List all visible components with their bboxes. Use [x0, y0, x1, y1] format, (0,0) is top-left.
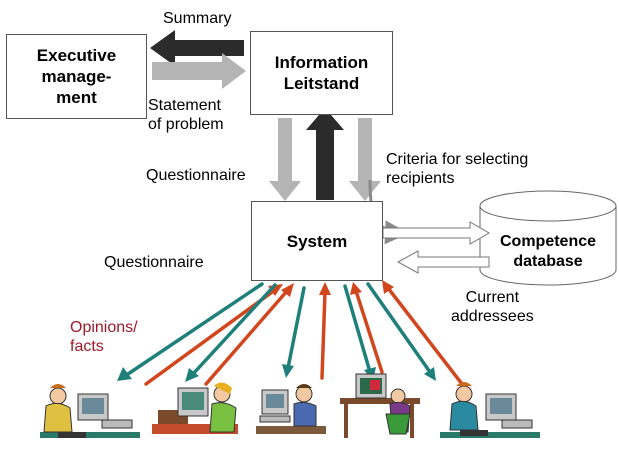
executive-label-line-3: ment	[56, 88, 97, 107]
criteria-line-2: recipients	[386, 170, 455, 187]
criteria-down-arrow	[349, 118, 381, 201]
system-to-person-2-arrow	[191, 283, 277, 376]
executive-label-line-1: Executive	[36, 46, 117, 65]
statement-arrow	[152, 53, 246, 89]
opinions-line-2: facts	[70, 338, 104, 355]
system-to-person-4-arrow	[343, 284, 372, 374]
opinions-line-1: Opinions/	[70, 319, 138, 336]
system-to-person-3-arrow	[286, 286, 306, 370]
person-at-computer-icon	[256, 384, 326, 434]
questionnaire-top-label: Questionnaire	[146, 167, 246, 184]
person-at-computer-icon	[152, 382, 238, 434]
system-box: System	[251, 201, 383, 281]
database-label-line-2: database	[513, 253, 582, 270]
criteria-label: Criteria for selecting recipients	[386, 150, 528, 188]
competence-database-cylinder	[479, 190, 617, 286]
questionnaire-down-arrow	[269, 118, 301, 201]
person-at-computer-icon	[40, 384, 140, 438]
person-1-to-system-arrow	[144, 288, 277, 386]
system-to-person-5-arrow	[366, 282, 432, 374]
statement-label: Statement of problem	[148, 96, 224, 134]
database-label-line-1: Competence	[500, 233, 596, 250]
executive-management-box: Executive manage- ment	[6, 34, 147, 119]
person-3-to-system-arrow	[320, 290, 327, 380]
executive-label-line-2: manage-	[41, 67, 112, 86]
summary-arrow	[150, 30, 244, 66]
opinions-facts-label: Opinions/ facts	[70, 318, 138, 356]
person-at-computer-icon	[340, 373, 420, 438]
system-label: System	[286, 231, 348, 251]
statement-line-2: of problem	[148, 116, 224, 133]
person-5-to-system-arrow	[386, 286, 464, 386]
current-line-2: addressees	[451, 308, 534, 325]
current-addressees-label: Current addressees	[451, 288, 534, 326]
person-at-computer-icon	[440, 382, 540, 438]
current-line-1: Current	[465, 289, 520, 306]
system-to-person-1-arrow	[126, 282, 264, 376]
leitstand-label-line-2: Leitstand	[283, 74, 360, 93]
response-up-arrow	[306, 108, 344, 200]
criteria-line-1: Criteria for selecting	[386, 151, 529, 168]
leitstand-label-line-1: Information	[274, 53, 369, 72]
person-2-to-system-arrow	[204, 289, 289, 386]
questionnaire-left-label: Questionnaire	[104, 254, 204, 271]
query-db-arrow	[382, 221, 490, 245]
statement-line-1: Statement	[148, 97, 221, 114]
addressees-arrow	[396, 250, 490, 274]
information-leitstand-box: Information Leitstand	[250, 31, 393, 115]
person-4-to-system-arrow	[354, 289, 384, 374]
summary-label: Summary	[163, 10, 232, 27]
